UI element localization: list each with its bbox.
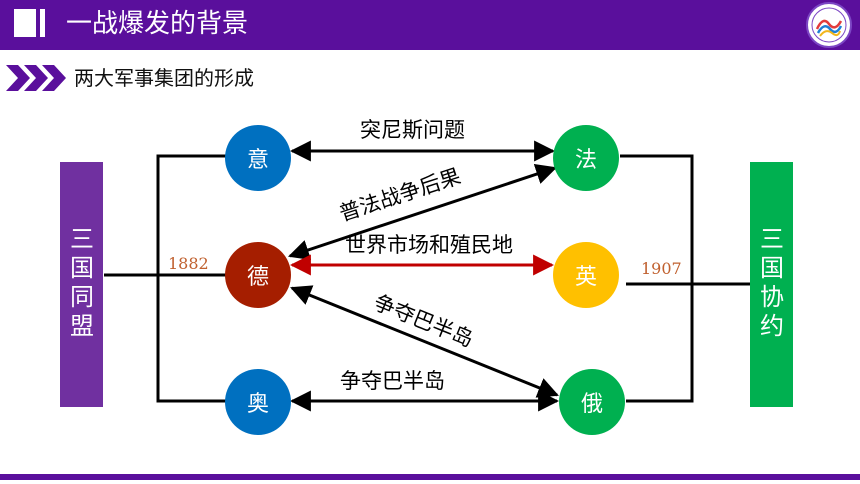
left-bracket-line bbox=[156, 154, 226, 403]
header-bar: 一战爆发的背景 bbox=[0, 0, 860, 50]
triple-alliance-year: 1882 bbox=[168, 254, 209, 273]
triple-alliance-label: 三国同盟 bbox=[70, 225, 94, 340]
triple-entente-label: 三国协约 bbox=[760, 225, 784, 340]
right-bracket-line bbox=[620, 154, 694, 403]
school-logo-icon bbox=[806, 2, 852, 48]
section-subtitle: 两大军事集团的形成 bbox=[74, 66, 254, 90]
chevrons-icon bbox=[6, 65, 66, 91]
arrow-germany-russia bbox=[290, 285, 559, 398]
header-mark-icon bbox=[14, 9, 46, 37]
triple-entente-box bbox=[750, 162, 793, 407]
node-britain: 英 bbox=[553, 242, 619, 308]
node-russia: 俄 bbox=[559, 369, 625, 435]
triple-entente-year: 1907 bbox=[641, 259, 682, 278]
page-title: 一战爆发的背景 bbox=[66, 9, 249, 39]
node-france: 法 bbox=[553, 125, 619, 191]
node-austria: 奥 bbox=[225, 369, 291, 435]
label-italy-france: 突尼斯问题 bbox=[360, 118, 465, 142]
node-germany: 德 bbox=[225, 242, 291, 308]
triple-alliance-box bbox=[60, 162, 103, 407]
arrow-germany-france bbox=[288, 163, 557, 261]
label-austria-russia: 争夺巴半岛 bbox=[340, 369, 445, 393]
footer-line bbox=[0, 474, 860, 480]
label-germany-britain: 世界市场和殖民地 bbox=[345, 233, 513, 257]
node-italy: 意 bbox=[225, 125, 291, 191]
